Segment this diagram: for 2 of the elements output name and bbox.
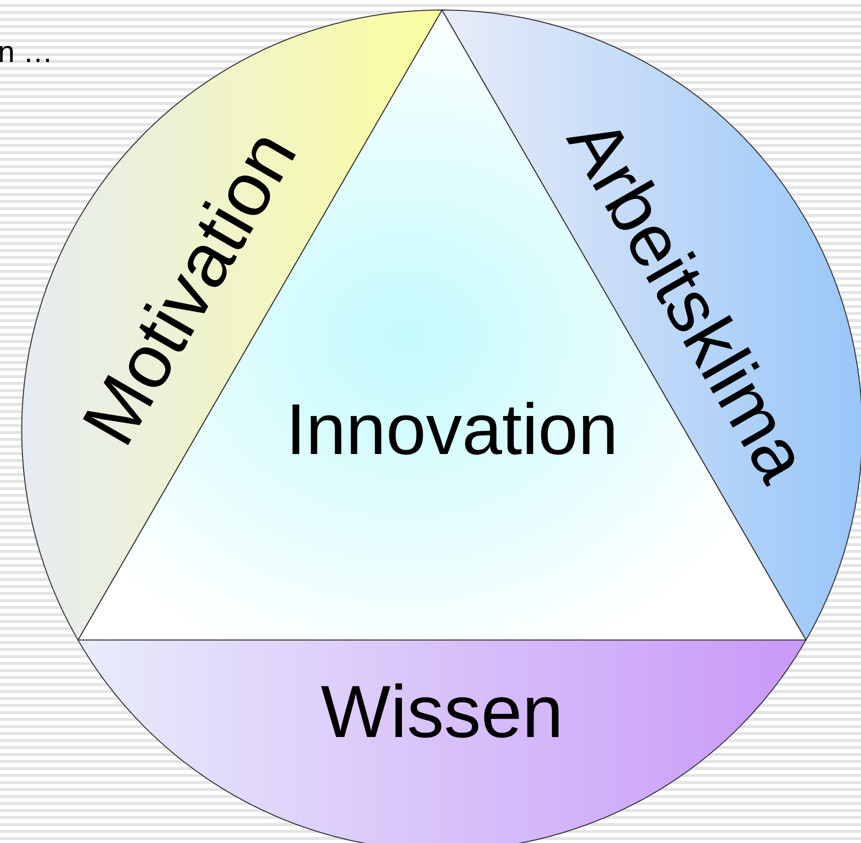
note-text: n … (0, 36, 54, 70)
segment-label: Wissen (320, 675, 564, 749)
